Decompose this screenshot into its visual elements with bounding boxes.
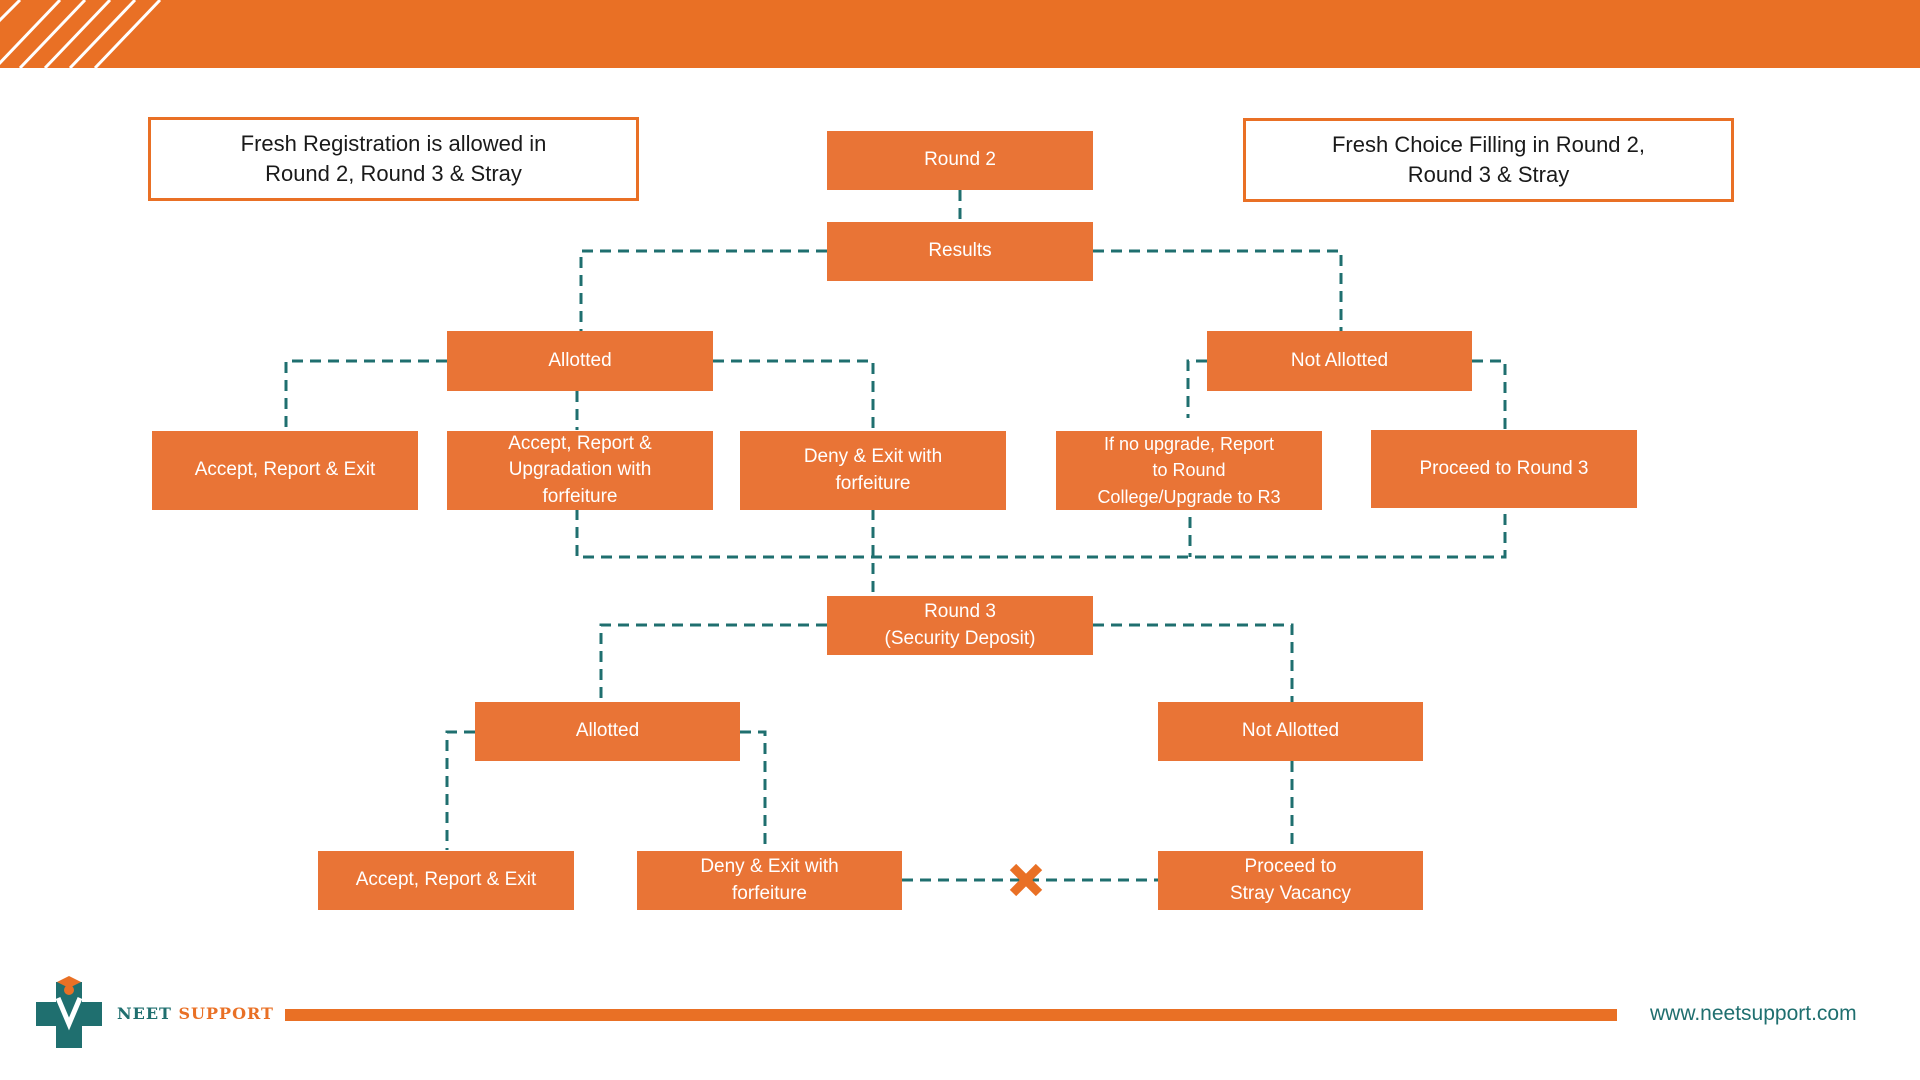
fresh-choice-filling-note: Fresh Choice Filling in Round 2, Round 3… [1243, 118, 1734, 202]
brand-name-part-1: NEET [117, 1004, 172, 1023]
website-link[interactable]: www.neetsupport.com [1650, 1002, 1857, 1025]
allotted-node: Allotted [447, 331, 713, 391]
accept-report-upgradation-node: Accept, Report & Upgradation with forfei… [447, 431, 713, 510]
top-banner [0, 0, 1920, 68]
round-2-node: Round 2 [827, 131, 1093, 190]
brand-name-part-2: SUPPORT [178, 1004, 274, 1023]
footer-divider [285, 1009, 1617, 1021]
round-3-accept-report-exit-node: Accept, Report & Exit [318, 851, 574, 910]
proceed-round-3-node: Proceed to Round 3 [1371, 430, 1637, 508]
brand-name: NEET SUPPORT [117, 1004, 274, 1023]
proceed-stray-vacancy-node: Proceed to Stray Vacancy [1158, 851, 1423, 910]
round-3-not-allotted-node: Not Allotted [1158, 702, 1423, 761]
no-upgrade-report-node: If no upgrade, Report to Round College/U… [1056, 431, 1322, 510]
blocked-cross-icon [1009, 863, 1043, 897]
results-node: Results [827, 222, 1093, 281]
logo-medical-cross-icon [36, 976, 102, 1048]
round-3-node: Round 3 (Security Deposit) [827, 596, 1093, 655]
fresh-registration-note: Fresh Registration is allowed in Round 2… [148, 117, 639, 201]
deny-exit-forfeiture-node: Deny & Exit with forfeiture [740, 431, 1006, 510]
not-allotted-node: Not Allotted [1207, 331, 1472, 391]
diagonal-stripes-decoration [0, 0, 162, 68]
round-3-allotted-node: Allotted [475, 702, 740, 761]
round-3-deny-exit-node: Deny & Exit with forfeiture [637, 851, 902, 910]
accept-report-exit-node: Accept, Report & Exit [152, 431, 418, 510]
